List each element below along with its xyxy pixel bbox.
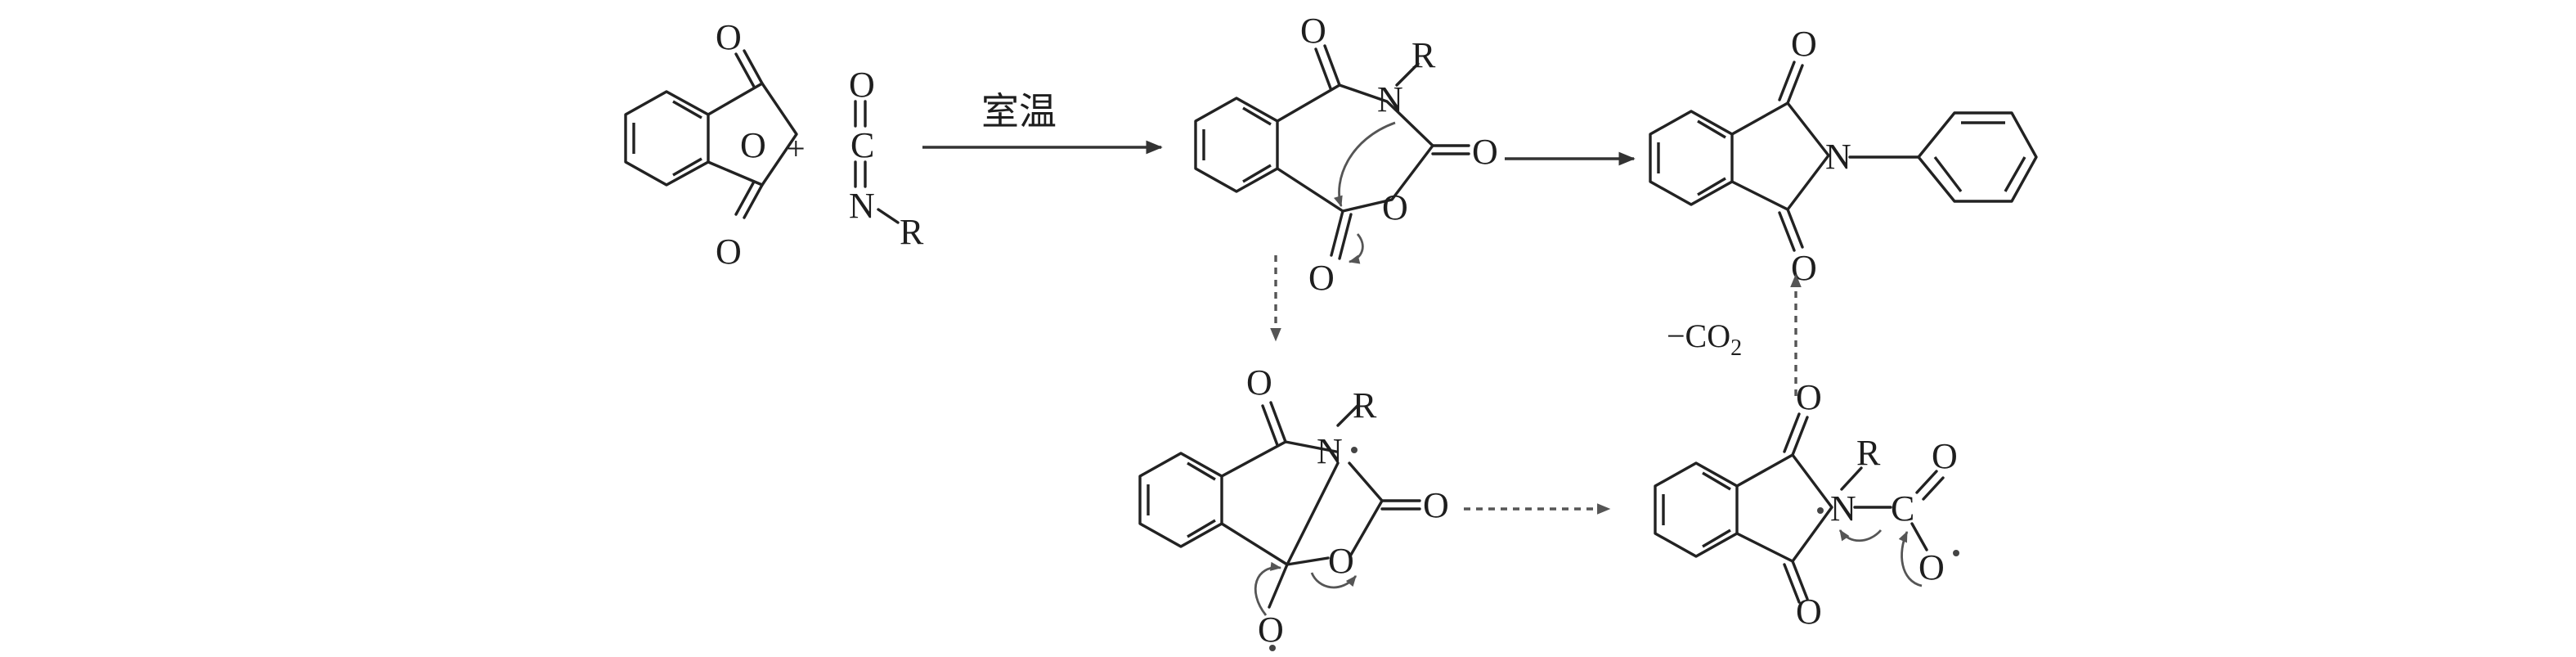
atom-n: N	[1377, 79, 1403, 119]
atom-r: R	[1353, 385, 1377, 425]
atom-r: R	[1856, 433, 1881, 473]
atom-o: O	[1382, 187, 1408, 227]
atom-o: O	[1796, 377, 1822, 417]
atom-o: O	[1308, 258, 1335, 298]
imide-ring	[1730, 101, 1830, 211]
carbonyl-bond	[743, 183, 764, 219]
isocyanate: O C N R	[849, 65, 924, 252]
seven-ring	[1276, 83, 1434, 213]
charge-dot	[1817, 507, 1824, 514]
carbonyl-bond	[743, 49, 764, 85]
imide-ring-2	[1735, 453, 1833, 563]
intermediate-3: O N R C O O O	[1654, 377, 1959, 632]
atom-o: O	[849, 65, 875, 105]
benzene-ring-4	[1138, 452, 1223, 548]
electron-push-arrow	[1838, 529, 1883, 542]
intermediate-1: O N R O O O	[1194, 11, 1498, 298]
atom-o: O	[1472, 132, 1498, 172]
atom-r: R	[900, 212, 924, 252]
atom-n: N	[1830, 488, 1856, 529]
carbonyl-bond	[734, 52, 756, 88]
atom-o: O	[1246, 362, 1272, 403]
atom-o: O	[1300, 11, 1326, 51]
phenyl-ring	[1917, 111, 2038, 203]
atom-o: O	[1919, 547, 1945, 587]
product-n-phenylphthalimide: O N O	[1649, 24, 2038, 288]
atom-o: O	[1932, 436, 1958, 476]
n-r-bond	[877, 208, 900, 224]
electron-push-arrow	[1333, 121, 1396, 208]
plus-sign: +	[787, 130, 806, 167]
aromatic-bond	[672, 100, 702, 119]
phthalic-anhydride: O O O	[624, 17, 798, 272]
atom-c: C	[850, 125, 874, 165]
benzene-ring-5	[1654, 461, 1739, 558]
atom-n: N	[1825, 137, 1851, 177]
charge-dot	[1269, 645, 1276, 651]
benzene-ring-1	[624, 90, 710, 187]
atom-r: R	[1411, 35, 1436, 75]
atom-n: N	[1317, 431, 1343, 471]
electron-push-arrow	[1254, 561, 1282, 616]
elimination-label: −CO2	[1667, 317, 1742, 361]
atom-o: O	[1791, 24, 1817, 64]
charge-dot	[1953, 550, 1959, 556]
arrow-room-temperature: 室温	[922, 89, 1163, 155]
electron-push-arrow	[1348, 233, 1364, 264]
atom-o: O	[1796, 592, 1822, 632]
benzene-ring-2	[1194, 97, 1279, 193]
atom-o: O	[1258, 610, 1284, 650]
electron-push-arrow	[1310, 572, 1358, 589]
atom-n: N	[849, 186, 875, 226]
benzene-ring-3	[1649, 110, 1734, 206]
carbonyl-bond	[734, 180, 756, 216]
elimination-subscript: 2	[1730, 335, 1742, 361]
atom-c: C	[1891, 488, 1914, 529]
aromatic-bond	[672, 157, 702, 177]
atom-o: O	[716, 232, 742, 272]
electron-push-arrow	[1898, 530, 1923, 587]
atom-o: O	[740, 125, 766, 165]
charge-dot	[1351, 447, 1358, 453]
atom-o: O	[716, 17, 742, 57]
atom-o: O	[1423, 485, 1449, 525]
intermediate-2: O N R O O O	[1138, 362, 1449, 651]
atom-o: O	[1328, 541, 1354, 581]
condition-room-temperature: 室温	[981, 89, 1057, 133]
elimination-text: −CO	[1667, 317, 1730, 354]
five-ring-1	[707, 82, 798, 187]
